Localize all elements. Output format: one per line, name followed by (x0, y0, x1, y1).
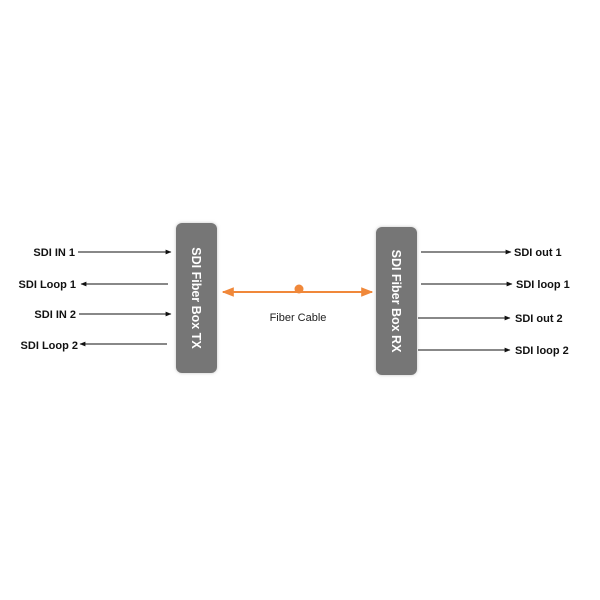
port-label: SDI IN 2 (34, 309, 76, 321)
rx-port-out-1: SDI out 1 (421, 247, 562, 259)
port-label: SDI out 1 (514, 247, 562, 259)
rx-port-out-2: SDI out 2 (418, 313, 563, 325)
port-label: SDI out 2 (515, 313, 563, 325)
tx-box: SDI Fiber Box TX (176, 223, 217, 373)
tx-port-loop-2: SDI Loop 2 (21, 340, 167, 352)
rx-box: SDI Fiber Box RX (376, 227, 417, 375)
fiber-cable-label: Fiber Cable (270, 312, 327, 324)
tx-port-in-2: SDI IN 2 (34, 309, 172, 321)
tx-port-loop-1: SDI Loop 1 (19, 279, 168, 291)
rx-port-loop-1: SDI loop 1 (421, 279, 570, 291)
port-label: SDI Loop 2 (21, 340, 78, 352)
rx-port-loop-2: SDI loop 2 (418, 345, 569, 357)
port-label: SDI Loop 1 (19, 279, 76, 291)
port-label: SDI loop 1 (516, 279, 570, 291)
port-label: SDI loop 2 (515, 345, 569, 357)
port-label: SDI IN 1 (33, 247, 75, 259)
fiber-connector-dot (294, 284, 304, 294)
fiber-cable: Fiber Cable (221, 284, 374, 324)
tx-port-in-1: SDI IN 1 (33, 247, 172, 259)
rx-box-label: SDI Fiber Box RX (389, 250, 403, 353)
tx-box-label: SDI Fiber Box TX (189, 247, 203, 349)
